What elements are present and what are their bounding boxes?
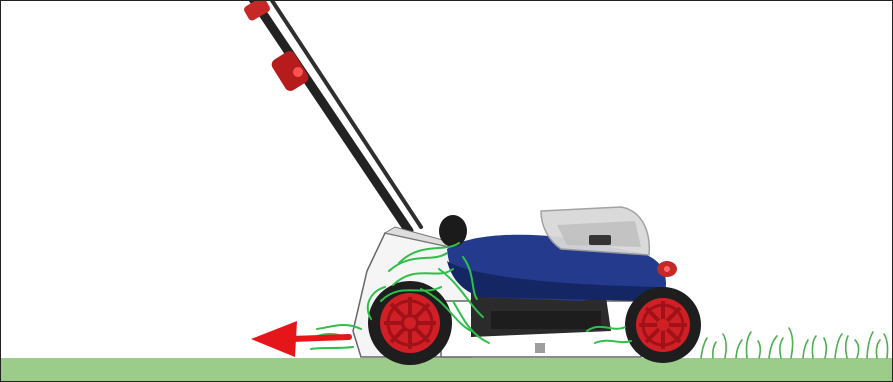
rear-wheel [368, 281, 452, 365]
mower-handle [243, 1, 421, 231]
front-wheel [625, 287, 701, 363]
ground [1, 358, 892, 381]
mower-body [439, 207, 677, 301]
tall-grass [701, 328, 888, 358]
